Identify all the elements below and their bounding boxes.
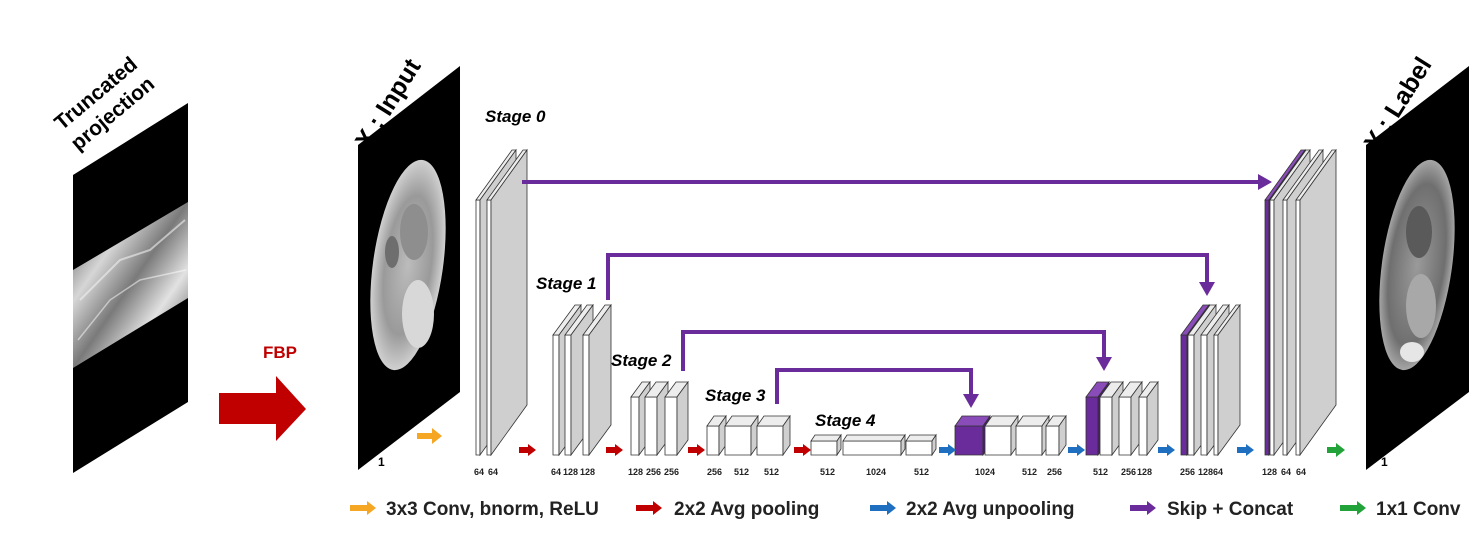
ch-s4-1: 1024 [866, 467, 886, 477]
skip-connection-stage-2 [681, 330, 1106, 371]
fbp-label: FBP [263, 343, 297, 362]
ch-s1-enc-2: 128 [580, 467, 595, 477]
stage-2-label: Stage 2 [611, 351, 672, 370]
unpool-arrow-stage1 [1237, 444, 1254, 456]
ch-s4-0: 512 [820, 467, 835, 477]
s2-enc-block-2 [664, 380, 689, 457]
ch-s0-dec-1: 64 [1281, 467, 1291, 477]
stage-0-label: Stage 0 [485, 107, 546, 126]
ch-s3-enc-0: 256 [707, 467, 722, 477]
skip-arrowhead-stage-1 [1199, 282, 1215, 296]
pool-arrow-stage1 [606, 444, 623, 456]
conv-arrow-input [417, 428, 442, 444]
stage-3-label: Stage 3 [705, 386, 766, 405]
s3-enc-block-1 [724, 414, 759, 457]
unpool-arrow-stage2 [1158, 444, 1175, 456]
feature-map-blocks [475, 148, 1337, 457]
legend-conv-label: 3x3 Conv, bnorm, ReLU [386, 499, 599, 520]
stage-4-label: Stage 4 [815, 411, 876, 430]
skip-arrowheads [963, 174, 1272, 408]
legend: 3x3 Conv, bnorm, ReLU 2x2 Avg pooling 2x… [350, 499, 1461, 520]
legend-item-unpool: 2x2 Avg unpooling [870, 499, 1075, 520]
legend-item-conv: 3x3 Conv, bnorm, ReLU [350, 499, 599, 520]
unpool-arrow-stage4 [939, 444, 956, 456]
skip-connections [522, 180, 1258, 404]
s3-enc-block-0 [706, 414, 727, 457]
s3-enc-block-2 [756, 414, 791, 457]
legend-skip-label: Skip + Concat [1167, 499, 1294, 520]
legend-onebyone-arrow [1340, 501, 1366, 515]
s4-block-0 [810, 433, 842, 457]
s3-dec-block-0 [984, 414, 1019, 457]
legend-onebyone-label: 1x1 Conv [1376, 499, 1461, 520]
skip-connection-stage-1 [606, 253, 1209, 300]
ch-s2-enc-2: 256 [664, 467, 679, 477]
pool-arrow-stage0 [519, 444, 536, 456]
skip-arrowhead-stage-3 [963, 394, 979, 408]
legend-unpool-label: 2x2 Avg unpooling [906, 499, 1075, 520]
fbp-arrow: FBP [219, 343, 306, 441]
s4-block-1 [842, 433, 906, 457]
ch-s2-enc-0: 128 [628, 467, 643, 477]
ch-s3-dec-1: 512 [1022, 467, 1037, 477]
input-image [358, 66, 460, 470]
s1-dec-block-2 [1213, 303, 1241, 457]
s1-enc-block-2 [582, 303, 612, 457]
s4-block-2 [905, 433, 937, 457]
skip-arrowhead-stage-2 [1096, 357, 1112, 371]
ch-s0-dec-0: 128 [1262, 467, 1277, 477]
ch-s3-enc-1: 512 [734, 467, 749, 477]
ch-s2-dec-2: 128 [1137, 467, 1152, 477]
skip-arrowhead-stage-0 [1258, 174, 1272, 190]
channel-labels: 64 64 64 128 128 128 256 256 256 512 512… [474, 467, 1306, 477]
ch-s1-enc-0: 64 [551, 467, 561, 477]
ch-s0-enc-0: 64 [474, 467, 484, 477]
operation-arrows [417, 428, 1345, 457]
s3-dec-block-1 [1015, 414, 1050, 457]
s2-enc-block-1 [644, 380, 669, 457]
s3-dec-block-2 [1045, 414, 1067, 457]
stage-1-label: Stage 1 [536, 274, 596, 293]
ch-s1-enc-1: 128 [563, 467, 578, 477]
truncated-projection-image [73, 103, 188, 473]
ch-s3-dec-2: 256 [1047, 467, 1062, 477]
pool-arrow-stage2 [688, 444, 705, 456]
legend-item-skip: Skip + Concat [1130, 499, 1294, 520]
legend-item-onebyone: 1x1 Conv [1340, 499, 1461, 520]
s2-dec-block-1 [1118, 380, 1143, 457]
ch-s2-dec-0: 512 [1093, 467, 1108, 477]
legend-item-pool: 2x2 Avg pooling [636, 499, 819, 520]
pool-arrow-stage3 [794, 444, 811, 456]
ch-s1-dec-1: 128 [1198, 467, 1213, 477]
legend-unpool-arrow [870, 501, 896, 515]
ch-s2-enc-1: 256 [646, 467, 661, 477]
ch-s1-dec-2: 64 [1213, 467, 1223, 477]
ch-s0-dec-2: 64 [1296, 467, 1306, 477]
onebyone-arrow-output [1327, 443, 1345, 457]
s0-enc-block-1 [486, 148, 528, 457]
unpool-arrow-stage3 [1068, 444, 1085, 456]
s2-dec-block-2 [1138, 380, 1159, 457]
ch-s3-enc-2: 512 [764, 467, 779, 477]
s0-dec-block-2 [1295, 148, 1337, 457]
ch-s3-dec-0: 1024 [975, 467, 995, 477]
ch-s0-enc-1: 64 [488, 467, 498, 477]
legend-pool-label: 2x2 Avg pooling [674, 499, 819, 520]
label-image [1366, 66, 1469, 470]
skip-connection-stage-3 [775, 368, 973, 404]
legend-skip-arrow [1130, 501, 1156, 515]
ch-s4-2: 512 [914, 467, 929, 477]
legend-conv-arrow [350, 501, 376, 515]
input-channel-count: 1 [378, 455, 385, 469]
ch-s2-dec-1: 256 [1121, 467, 1136, 477]
label-channel-count: 1 [1381, 455, 1388, 469]
legend-pool-arrow [636, 501, 662, 515]
ch-s1-dec-0: 256 [1180, 467, 1195, 477]
